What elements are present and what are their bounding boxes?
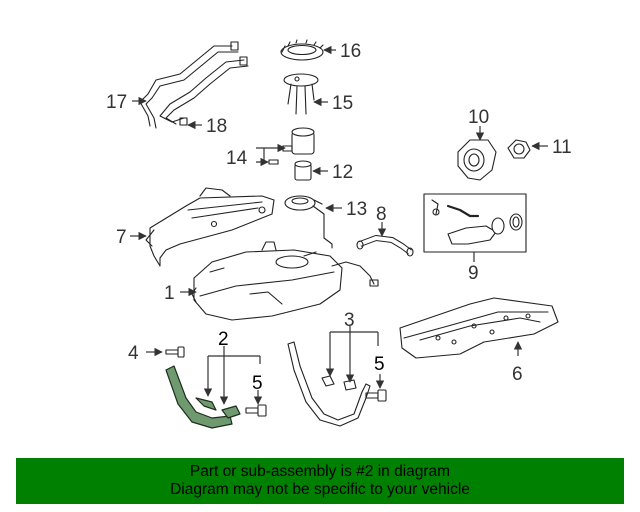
callout-12[interactable]: 12 [332,162,353,183]
part-5-strap-bolt-left[interactable] [245,404,267,417]
banner-line-1: Part or sub-assembly is #2 in diagram [189,463,451,480]
part-14-fuel-pump[interactable] [268,127,315,165]
callout-4[interactable]: 4 [128,343,139,364]
callout-16[interactable]: 16 [340,41,361,62]
part-12-filter[interactable] [294,160,312,181]
part-15-pump-bracket[interactable] [283,73,319,115]
callout-13[interactable]: 13 [346,199,367,220]
part-18-vent-tube[interactable] [159,56,249,126]
callout-10[interactable]: 10 [468,107,489,128]
callout-3[interactable]: 3 [344,310,355,331]
part-13-sender-gauge[interactable] [284,195,333,249]
callout-18[interactable]: 18 [206,116,227,137]
part-4-bolt[interactable] [165,346,185,358]
leader-14-bracket [256,147,265,163]
part-8-filler-hose[interactable] [356,235,414,257]
callout-14[interactable]: 14 [226,148,248,169]
part-10-inlet-housing[interactable] [457,139,497,181]
callout-9[interactable]: 9 [468,263,479,284]
callout-15[interactable]: 15 [332,93,353,114]
part-7-tank-protector[interactable] [145,187,275,267]
callout-2[interactable]: 2 [218,329,229,350]
callout-11[interactable]: 11 [552,137,572,158]
callout-1[interactable]: 1 [164,283,175,304]
part-17-fuel-tube[interactable] [139,41,239,129]
callout-6[interactable]: 6 [512,364,523,385]
banner-line-2: Diagram may not be specific to your vehi… [170,481,470,498]
part-6-skid-plate[interactable] [399,297,559,359]
part-9-filler-pipe-assembly[interactable] [423,193,527,253]
callout-5a[interactable]: 5 [252,373,263,394]
callout-5b[interactable]: 5 [374,354,385,375]
info-banner: Part or sub-assembly is #2 in diagram Di… [16,458,624,504]
callout-8[interactable]: 8 [376,204,387,225]
part-5-strap-bolt-right[interactable] [365,389,387,402]
callout-17[interactable]: 17 [106,92,127,113]
fuel-tank-parts-diagram: 16 15 14 12 13 [106,39,572,429]
part-2-tank-strap-highlighted[interactable] [165,365,241,429]
callout-7[interactable]: 7 [116,227,127,248]
part-11-fuel-cap[interactable] [507,139,531,159]
part-3-tank-strap[interactable] [287,341,371,427]
part-16-lock-ring[interactable] [280,39,324,61]
part-1-fuel-tank[interactable] [191,241,379,321]
